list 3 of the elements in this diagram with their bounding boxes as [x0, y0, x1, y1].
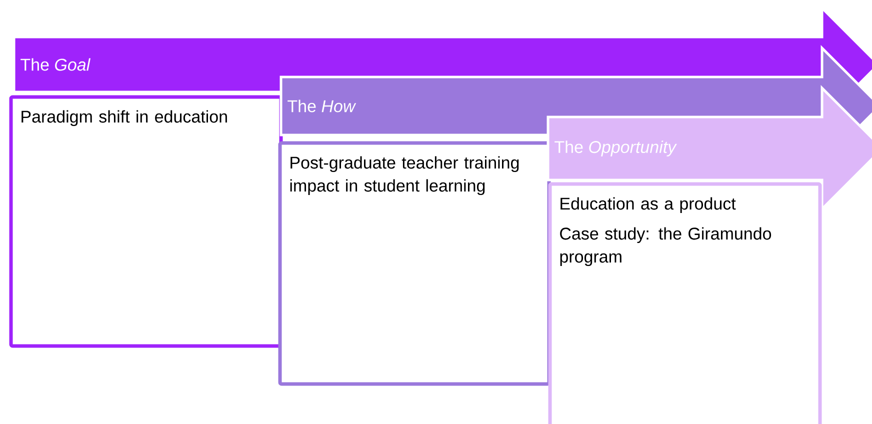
text-box: Education as a product Case study: the Giramundo program: [548, 182, 822, 424]
text-box: Paradigm shift in education: [9, 95, 283, 348]
text-box: Post-graduate teacher training impact in student learning: [278, 141, 551, 386]
